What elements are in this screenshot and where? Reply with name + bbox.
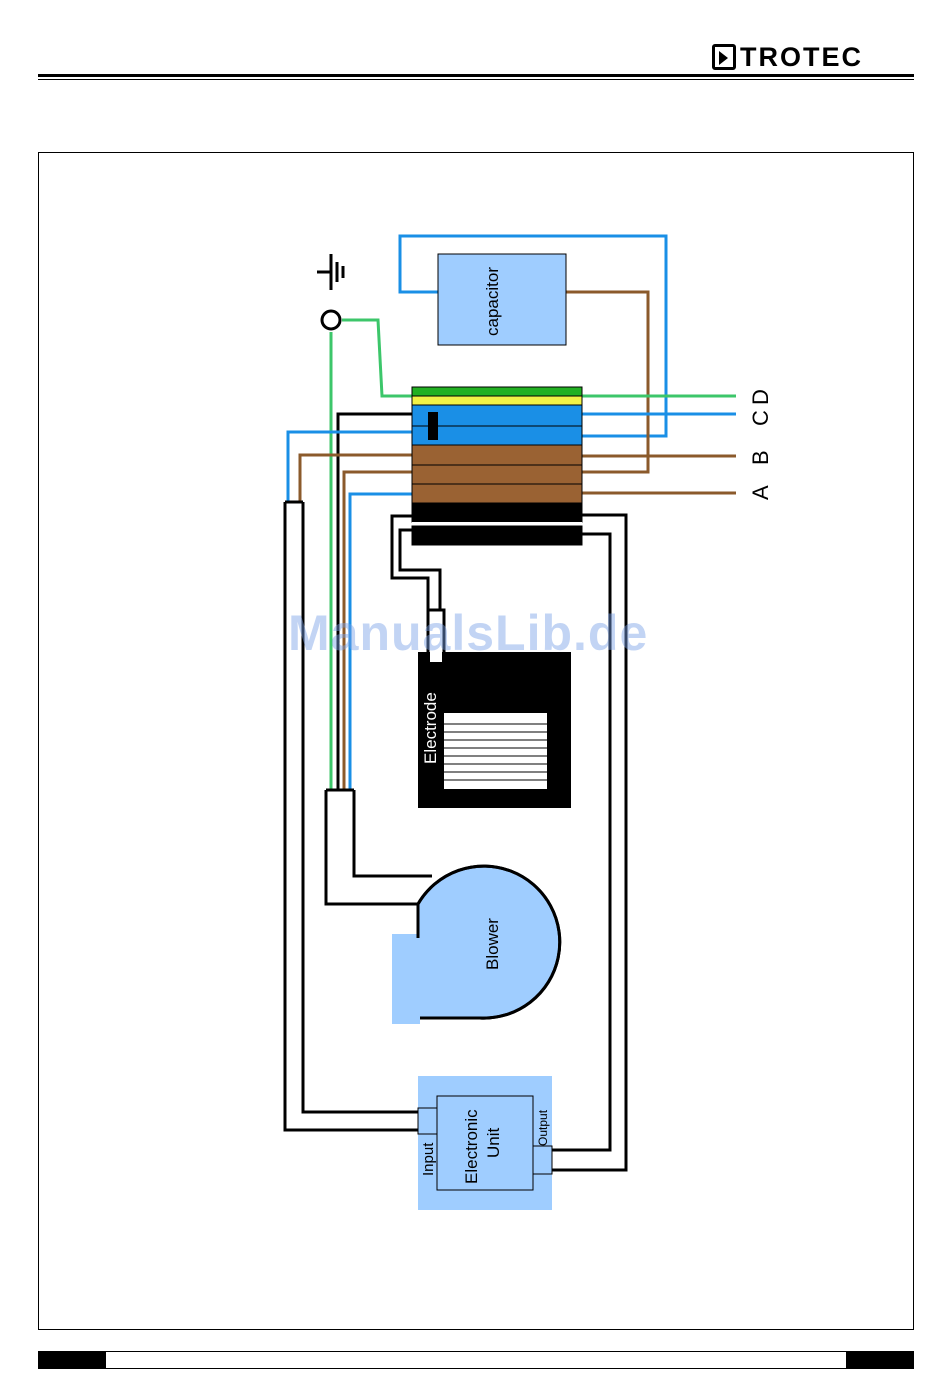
terminal-label-c: C <box>748 410 773 426</box>
capacitor-box <box>438 254 566 345</box>
footer-bar <box>38 1351 914 1369</box>
terminal-block <box>412 387 582 545</box>
capacitor-label: capacitor <box>483 267 502 336</box>
electronic-unit-label-line1: Electronic <box>462 1109 481 1184</box>
blower-label: Blower <box>483 918 502 970</box>
blower <box>392 866 560 1024</box>
terminal-bridge <box>428 412 438 440</box>
terminal-label-b: B <box>748 450 773 465</box>
terminal-row-black-1 <box>412 503 582 522</box>
blower-outlet <box>392 934 420 1024</box>
terminal-row-green <box>412 387 582 396</box>
ground-terminal <box>322 311 340 329</box>
wire-ground-green-top <box>342 320 412 396</box>
terminal-row-brown-3 <box>412 484 582 503</box>
ground-icon <box>317 254 343 290</box>
terminal-row-brown-1 <box>412 445 582 465</box>
input-connector <box>418 1108 437 1134</box>
terminal-row-white-gap <box>412 522 582 526</box>
wire-input-blue <box>288 432 412 502</box>
footer-left-block <box>38 1351 106 1369</box>
terminal-label-a: A <box>748 485 773 500</box>
terminal-row-brown-2 <box>412 465 582 484</box>
input-label: Input <box>420 1142 437 1176</box>
terminal-label-d: D <box>748 389 773 405</box>
electrode-plate <box>444 713 547 789</box>
output-connector <box>533 1146 552 1174</box>
watermark: ManualsLib.de <box>288 604 648 662</box>
terminal-row-yellow <box>412 396 582 405</box>
footer-right-block <box>846 1351 914 1369</box>
terminal-row-black-2 <box>412 526 582 545</box>
output-label: Output <box>536 1109 550 1146</box>
wire-blower-tube-outer <box>326 790 418 904</box>
electrode-label: Electrode <box>421 692 440 764</box>
blower-body <box>398 866 560 1018</box>
electronic-unit-label-line2: Unit <box>484 1127 503 1158</box>
